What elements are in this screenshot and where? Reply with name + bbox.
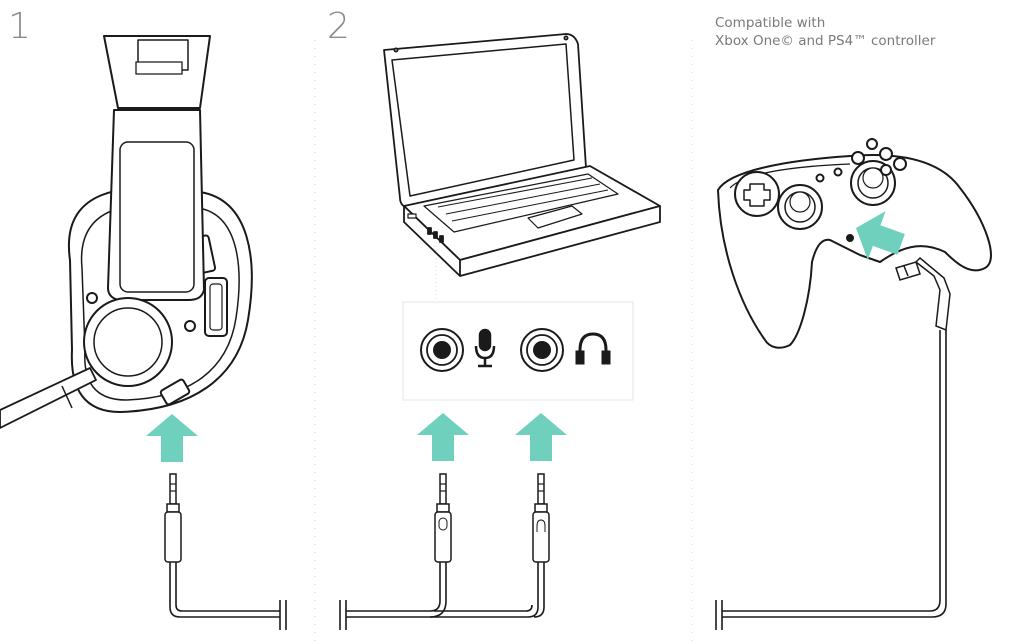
- headphones-icon: [575, 332, 611, 365]
- audio-plug-controller-icon: [895, 256, 951, 332]
- step-number-1: 1: [8, 6, 31, 47]
- arrow-diagonal-icon: [856, 211, 905, 260]
- headset-icon: [0, 35, 253, 429]
- mic-jack-icon: [420, 328, 464, 372]
- compatibility-line-2: Xbox One© and PS4™ controller: [715, 33, 936, 49]
- cable-3: [715, 330, 947, 630]
- compatibility-line-1: Compatible with: [715, 15, 826, 31]
- audio-plug-headphones-icon: [532, 473, 550, 563]
- microphone-icon: [474, 328, 496, 368]
- cable-2: [339, 562, 545, 630]
- step-number-2: 2: [327, 6, 350, 47]
- arrow-up-icon: [146, 414, 198, 462]
- audio-plug-icon: [164, 473, 182, 563]
- arrow-up-icon: [417, 413, 567, 461]
- laptop-icon: [383, 33, 661, 277]
- compatibility-note: Compatible with Xbox One© and PS4™ contr…: [715, 14, 935, 50]
- audio-plug-mic-icon: [434, 473, 452, 563]
- headphone-jack-icon: [520, 328, 564, 372]
- cable-1: [169, 562, 287, 630]
- port-callout: [402, 246, 634, 401]
- controller-icon: [717, 138, 992, 349]
